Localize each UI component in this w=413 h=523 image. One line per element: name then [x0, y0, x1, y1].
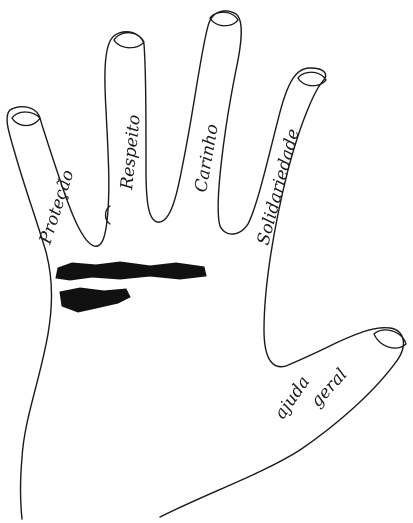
- middle-nail: [210, 12, 238, 26]
- little-finger-nail: [374, 330, 406, 348]
- little-finger-label-line2: geral: [307, 365, 352, 412]
- ring-nail: [298, 72, 326, 86]
- index-label: Respeito: [117, 114, 145, 192]
- redaction-scribble-top: [56, 262, 206, 280]
- middle-label: Carinho: [191, 123, 223, 194]
- redaction-scribble-bottom: [60, 288, 130, 312]
- thumb-nail: [12, 112, 40, 126]
- index-nail: [114, 33, 144, 48]
- thumb-label: Proteção: [35, 168, 78, 248]
